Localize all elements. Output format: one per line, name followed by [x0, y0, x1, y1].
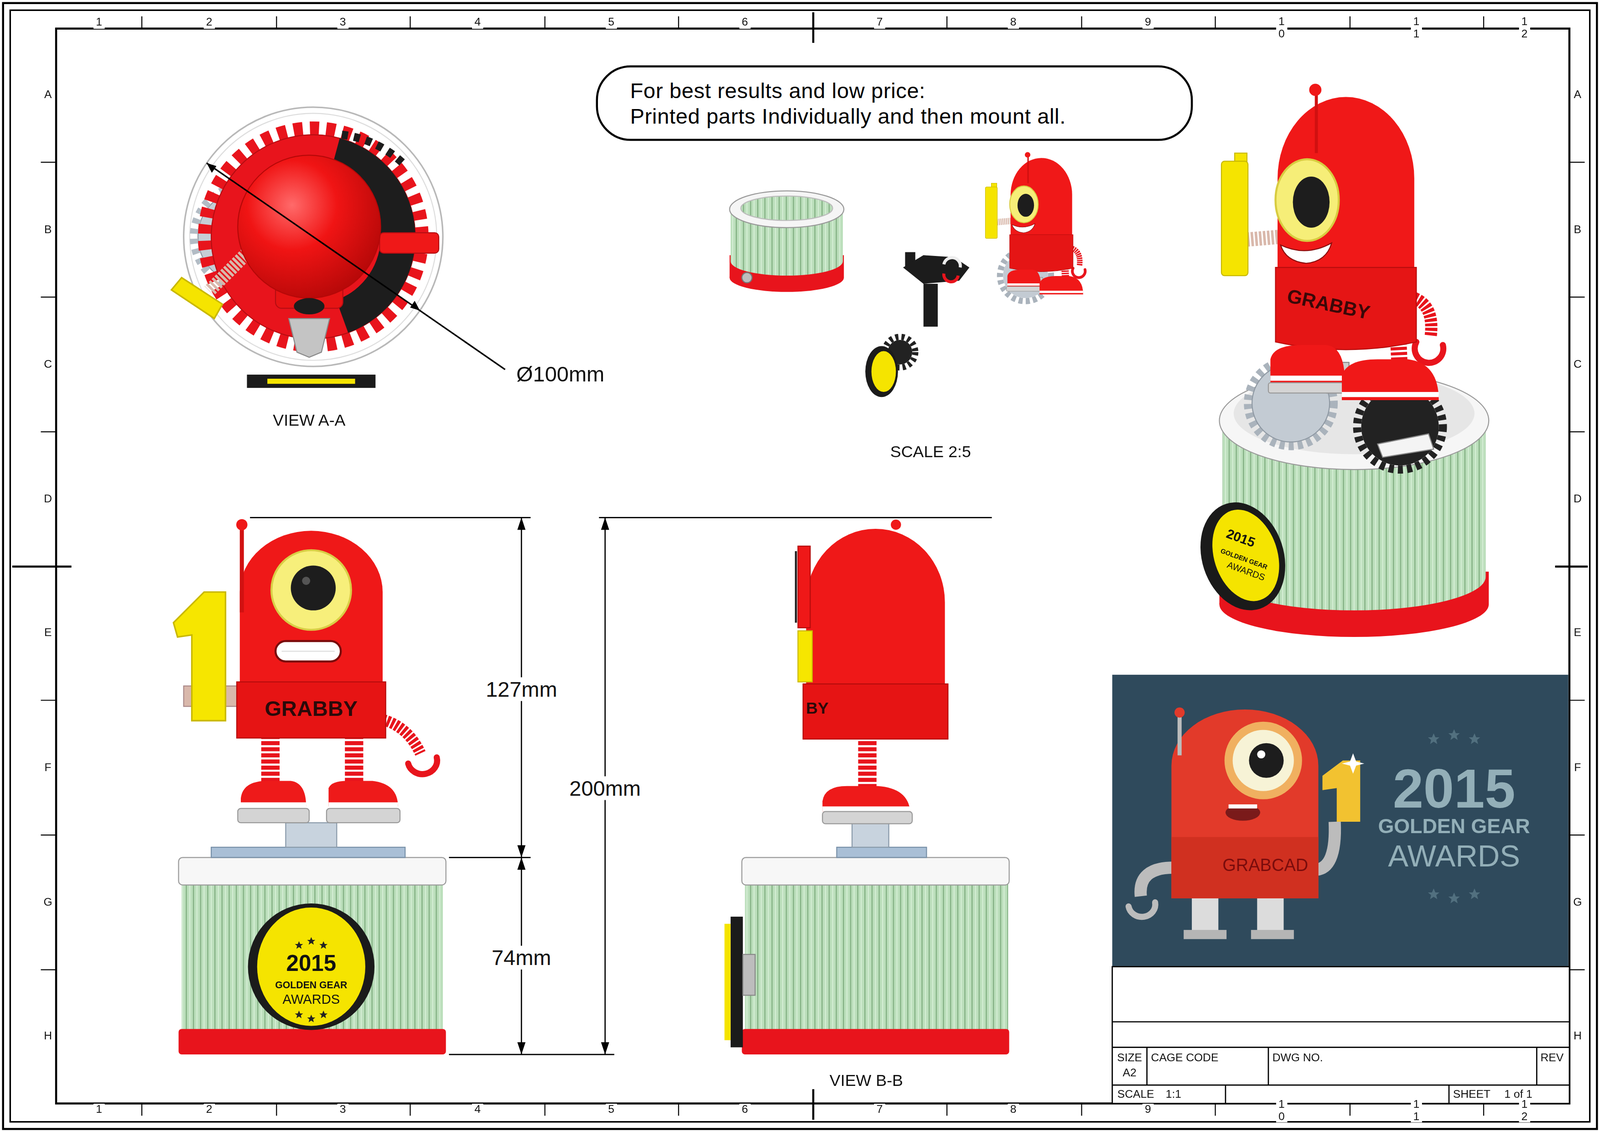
award-text: AWARDS [1387, 840, 1521, 872]
title-block [1112, 966, 1570, 1104]
note-text: Printed parts Individually and then moun… [629, 103, 1158, 129]
award-banner [1112, 674, 1569, 967]
zone-letter: D [1572, 493, 1584, 505]
zone-number: 2 [203, 1103, 215, 1116]
zone-letter: F [42, 761, 54, 774]
zone-number: 4 [472, 1103, 484, 1116]
zone-number: 6 [739, 1103, 751, 1116]
sheet-frame [3, 3, 1598, 1129]
title-block-cell: 1 of 1 [1504, 1088, 1533, 1100]
zone-letter: G [42, 896, 54, 909]
logo-text: GRABCAD [1222, 856, 1309, 874]
zone-letter: C [1572, 358, 1584, 371]
zone-number: 7 [873, 1103, 885, 1116]
zone-number: 8 [1007, 1103, 1019, 1116]
dimension-text: 200mm [565, 775, 645, 800]
zone-letter: B [42, 223, 54, 236]
zone-number: 7 [873, 16, 885, 29]
dimension-text: Ø100mm [516, 362, 605, 385]
zone-letter: H [42, 1029, 54, 1042]
view-label: VIEW B-B [829, 1072, 904, 1089]
title-block-cell: DWG NO. [1272, 1051, 1324, 1063]
note-box: For best results and low price:Printed p… [595, 65, 1193, 141]
title-block-cell: 1:1 [1165, 1088, 1182, 1100]
zone-number: 5 [605, 1103, 617, 1116]
zone-number: 9 [1142, 1103, 1154, 1116]
exploded-view-illustration [729, 151, 1086, 397]
award-text: 2015 [1392, 760, 1516, 816]
dimension-text: 127mm [481, 676, 562, 701]
zone-letter: B [1572, 223, 1584, 236]
note-text: For best results and low price: [629, 77, 1158, 104]
zone-letter: A [42, 88, 54, 101]
title-block-cell: SCALE [1117, 1088, 1155, 1100]
zone-letter: D [42, 493, 54, 505]
zone-number: 9 [1142, 16, 1154, 29]
zone-number: 1 1 [1410, 1098, 1422, 1123]
award-text: GOLDEN GEAR [1378, 815, 1531, 837]
zone-number: 1 0 [1276, 1098, 1288, 1123]
zone-number: 1 0 [1276, 15, 1288, 40]
zone-letter: E [1572, 626, 1584, 639]
zone-number: 4 [472, 16, 484, 29]
dimension-text: 74mm [487, 945, 556, 969]
zone-number: 1 2 [1518, 15, 1530, 40]
zone-number: 5 [605, 16, 617, 29]
zone-letter: G [1572, 896, 1584, 909]
zone-letter: C [42, 358, 54, 371]
side-view-illustration [724, 519, 1009, 1055]
iso-view-illustration [1187, 83, 1490, 637]
front-view-illustration [173, 519, 446, 1055]
title-block-cell: CAGE CODE [1151, 1051, 1219, 1063]
zone-letter: A [1572, 88, 1584, 101]
top-view-illustration [171, 107, 506, 388]
zone-number: 2 [203, 16, 215, 29]
title-block-cell: SHEET [1453, 1088, 1491, 1100]
badge-text: 2015 [286, 951, 337, 975]
badge-text: GOLDEN GEAR [275, 979, 348, 990]
zone-number: 3 [337, 1103, 349, 1116]
zone-number: 1 [93, 1103, 105, 1116]
zone-number: 1 [93, 16, 105, 29]
zone-number: 6 [739, 16, 751, 29]
zone-number: 8 [1007, 16, 1019, 29]
title-block-cell: REV [1540, 1051, 1564, 1063]
zone-number: 1 1 [1410, 15, 1422, 40]
robot-name: BY [805, 700, 829, 717]
zone-letter: H [1572, 1029, 1584, 1042]
view-label: VIEW A-A [272, 412, 346, 429]
zone-letter: F [1572, 761, 1584, 774]
zone-number: 3 [337, 16, 349, 29]
robot-name: GRABBY [264, 697, 359, 719]
title-block-cell: A2 [1122, 1066, 1137, 1079]
title-block-cell: SIZE [1116, 1051, 1143, 1063]
badge-text: AWARDS [282, 992, 341, 1006]
zone-letter: E [42, 626, 54, 639]
zone-number: 1 2 [1518, 1098, 1530, 1123]
scale-note: SCALE 2:5 [890, 443, 972, 461]
